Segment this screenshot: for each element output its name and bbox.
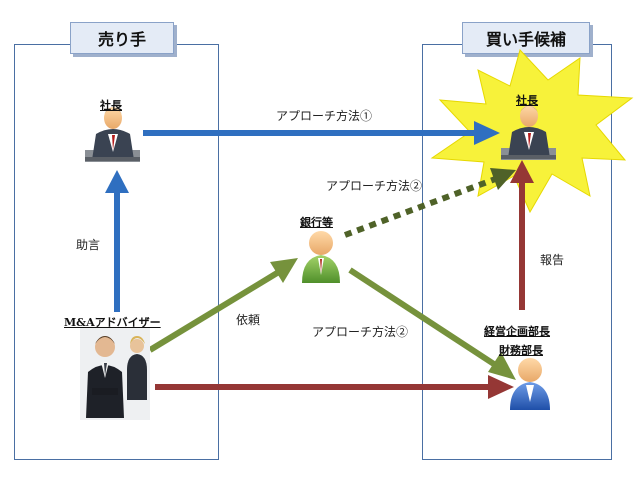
buyer-header-text: 買い手候補 bbox=[485, 30, 566, 49]
approach2-top-arrowhead bbox=[490, 168, 516, 190]
approach2-bottom-label: アプローチ方法② bbox=[312, 325, 409, 339]
approach2-top-label: アプローチ方法② bbox=[326, 179, 423, 193]
approach1-arrowhead bbox=[474, 121, 500, 145]
buyer-president-label: 社長 bbox=[516, 94, 538, 107]
request-arrowhead bbox=[270, 258, 298, 283]
direct-arrowhead bbox=[488, 375, 514, 399]
request-label: 依頼 bbox=[236, 313, 261, 327]
request-arrow bbox=[148, 267, 284, 353]
seller-president-figure bbox=[85, 107, 140, 162]
advisor-photo bbox=[80, 328, 150, 420]
approach2-top-arrow bbox=[343, 175, 500, 238]
seller-president-label: 社長 bbox=[100, 99, 122, 112]
report-arrowhead bbox=[510, 160, 534, 183]
approach1-label: アプローチ方法① bbox=[276, 109, 373, 123]
advisor-label: M&Aアドバイザー bbox=[64, 316, 161, 329]
bank-person-figure bbox=[302, 231, 340, 283]
manager-label-2: 財務部長 bbox=[499, 344, 543, 357]
approach2-bottom-arrow bbox=[348, 267, 502, 371]
manager-label-1: 経営企画部長 bbox=[484, 325, 550, 338]
approach2-bottom-arrowhead bbox=[488, 352, 516, 380]
buyer-president-figure bbox=[501, 105, 556, 160]
manager-person-figure bbox=[510, 358, 550, 410]
seller-header-text: 売り手 bbox=[97, 30, 146, 49]
report-label: 報告 bbox=[540, 253, 565, 267]
seller-header: 売り手 bbox=[70, 22, 174, 54]
buyer-header: 買い手候補 bbox=[462, 22, 590, 54]
advice-arrowhead bbox=[105, 170, 129, 193]
bank-label: 銀行等 bbox=[300, 216, 333, 229]
advice-label: 助言 bbox=[76, 238, 101, 252]
